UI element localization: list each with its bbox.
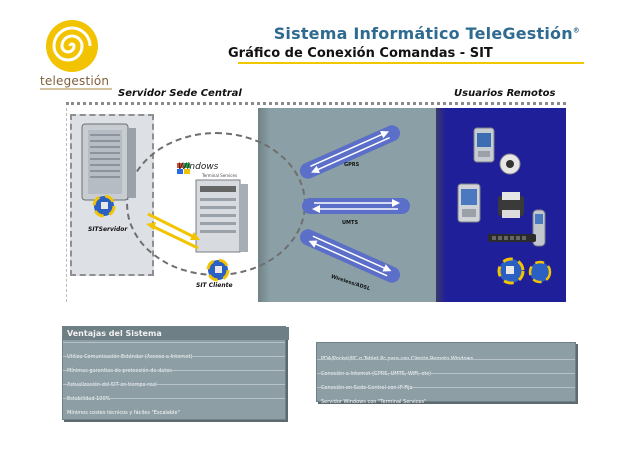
advantage-item-text: Actualización del SIT en tiempo real <box>67 382 157 388</box>
title-rule <box>238 62 584 64</box>
windows-sub-label: Terminal Services <box>202 173 238 178</box>
server-globe-icon <box>92 194 116 218</box>
phone-device-icon <box>499 153 521 175</box>
requirement-item-text: Conexión en Sede Central con IP Fija <box>321 385 413 391</box>
section-divider <box>66 102 566 105</box>
connection-diagram <box>66 108 566 302</box>
advantage-item: Mínimos costes técnicos y fáciles "Escal… <box>63 398 285 416</box>
requirement-item-text: Conexión a Internet (GPRS, UMTS, WiFi, e… <box>321 371 432 377</box>
remote-globe-2-icon <box>528 260 552 284</box>
advantage-item-text: Estabilidad 100% <box>67 396 111 402</box>
server-tower-icon <box>81 123 136 201</box>
link-label-umts: UMTS <box>342 220 359 226</box>
advantage-item-text: Mínimos costes técnicos y fáciles "Escal… <box>67 410 180 416</box>
printer-device-icon <box>498 192 524 218</box>
advantage-item: Utiliza Comunicación Estándar (Acceso a … <box>63 342 285 360</box>
remote-zone-shadow <box>436 108 446 302</box>
advantages-box: Ventajas del Sistema Utiliza Comunicació… <box>62 326 289 420</box>
app-title: Sistema Informático TeleGestión® <box>274 24 580 43</box>
remote-globe-icon <box>497 257 525 285</box>
requirement-item-text: Servidor Windows con "Terminal Services" <box>321 399 427 405</box>
advantage-item: Actualización del SIT en tiempo real <box>63 370 285 388</box>
telegestion-logo <box>38 16 118 100</box>
requirement-item: PDA/Pocket/PC o Tablet Pc para uso Clien… <box>317 345 575 362</box>
registered-mark: ® <box>572 26 580 35</box>
client-server-icon <box>195 179 248 253</box>
client-globe-icon <box>206 258 230 282</box>
windows-label: Windows <box>178 162 219 172</box>
advantage-item: Estabilidad 100% <box>63 384 285 402</box>
advantage-item-text: Mínimas garantías de protección de datos <box>67 368 172 374</box>
section-label-server: Servidor Sede Central <box>118 88 242 99</box>
requirements-box: PDA/Pocket/PC o Tablet Pc para uso Clien… <box>316 342 576 405</box>
app-title-text: Sistema Informático TeleGestión <box>273 24 573 43</box>
page-subtitle: Gráfico de Conexión Comandas - SIT <box>228 46 493 61</box>
pocketpc-device-icon <box>457 183 481 223</box>
link-label-gprs: GPRS <box>344 162 360 168</box>
spiral-logo-icon <box>46 20 98 72</box>
umts-link-icon <box>302 198 410 214</box>
section-label-remote: Usuarios Remotos <box>454 88 556 99</box>
logo-text: telegestión <box>40 74 110 88</box>
advantage-item: Mínimas garantías de protección de datos <box>63 356 285 374</box>
requirement-item: Conexión en Sede Central con IP Fija <box>317 373 575 391</box>
gprs-link-icon <box>299 125 401 179</box>
logo-underline <box>40 88 112 90</box>
sync-arrows-icon <box>146 212 200 250</box>
pda-device-icon <box>473 127 495 163</box>
wireless-link-icon <box>299 229 401 283</box>
client-label: SIT Cliente <box>196 282 233 289</box>
advantage-item-text: Utiliza Comunicación Estándar (Acceso a … <box>67 354 193 360</box>
windows-logo-icon <box>177 163 190 174</box>
requirement-item: Conexión a Internet (GPRS, UMTS, WiFi, e… <box>317 359 575 377</box>
advantages-title: Ventajas del Sistema <box>63 327 289 340</box>
server-label: SITServidor <box>88 226 128 233</box>
requirement-item: Servidor Windows con "Terminal Services" <box>317 387 575 405</box>
keyboard-device-icon <box>488 234 536 242</box>
